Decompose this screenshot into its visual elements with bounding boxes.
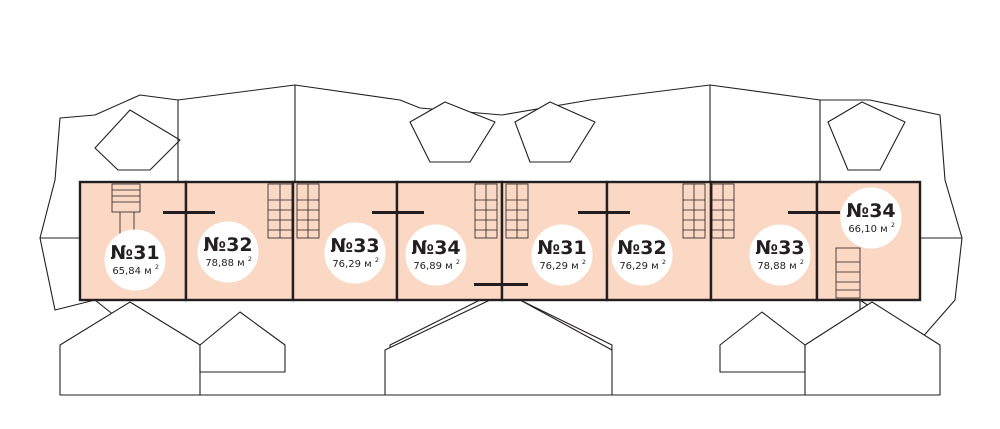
unit-area-sup: 2 [800,258,804,266]
unit-area: 65,84 м [112,266,151,277]
door [163,211,215,214]
unit-number: №32 [203,234,252,256]
dormer-upper-4 [827,101,906,171]
dormer-upper-3 [514,101,596,163]
unit-label-circle [531,224,593,286]
unit-label: №32 78,88 м 2 [197,221,259,283]
unit-label: №31 76,29 м 2 [531,224,593,286]
unit-area: 78,88 м [205,258,244,269]
roof-outline [39,84,963,396]
stair-unit-31 [111,183,141,235]
unit-label: №34 66,10 м 2 [840,187,902,249]
stair-unit-33b [711,183,735,239]
stair-unit-34b [835,247,861,299]
unit-area-sup: 2 [582,258,586,266]
unit-number: №31 [110,242,159,264]
stair-unit-32b [682,183,706,239]
unit-area-sup: 2 [375,256,379,264]
stair-unit-31b [505,183,529,239]
unit-label: №32 76,29 м 2 [611,224,673,286]
unit-area: 76,29 м [619,261,658,272]
unit-number: №31 [537,237,586,259]
unit-number: №34 [411,237,460,259]
unit-area: 76,89 м [413,261,452,272]
unit-area-sup: 2 [662,258,666,266]
unit-label: №31 65,84 м 2 [104,229,166,291]
unit-number: №32 [617,237,666,259]
unit-label: №33 78,88 м 2 [749,224,811,286]
unit-area: 66,10 м [848,224,887,235]
unit-label: №34 76,89 м 2 [405,224,467,286]
doors-layer [163,211,840,286]
stairs-layer [111,183,861,299]
unit-area-sup: 2 [248,255,252,263]
unit-label: №33 76,29 м 2 [324,222,386,284]
unit-label-circle [104,229,166,291]
unit-area-sup: 2 [456,258,460,266]
door [788,211,840,214]
unit-area-sup: 2 [155,263,159,271]
unit-area: 78,88 м [757,261,796,272]
door [578,211,630,214]
unit-label-circle [840,187,902,249]
dormer-lower-5 [804,301,941,396]
stair-unit-32 [267,183,293,239]
unit-label-circle [197,221,259,283]
dormer-upper-1 [94,109,181,171]
unit-number: №34 [846,200,895,222]
door [372,211,424,214]
unit-area: 76,29 м [332,259,371,270]
unit-number: №33 [330,235,379,257]
unit-label-circle [405,224,467,286]
unit-label-circle [749,224,811,286]
dormer-upper-2 [409,101,496,163]
unit-area: 76,29 м [539,261,578,272]
unit-label-circle [611,224,673,286]
door [474,283,528,286]
unit-label-circle [324,222,386,284]
unit-area-sup: 2 [891,221,895,229]
dormer-lower-2 [199,311,286,373]
stair-unit-34 [474,183,498,239]
stair-unit-33 [296,183,320,239]
unit-number: №33 [755,237,804,259]
